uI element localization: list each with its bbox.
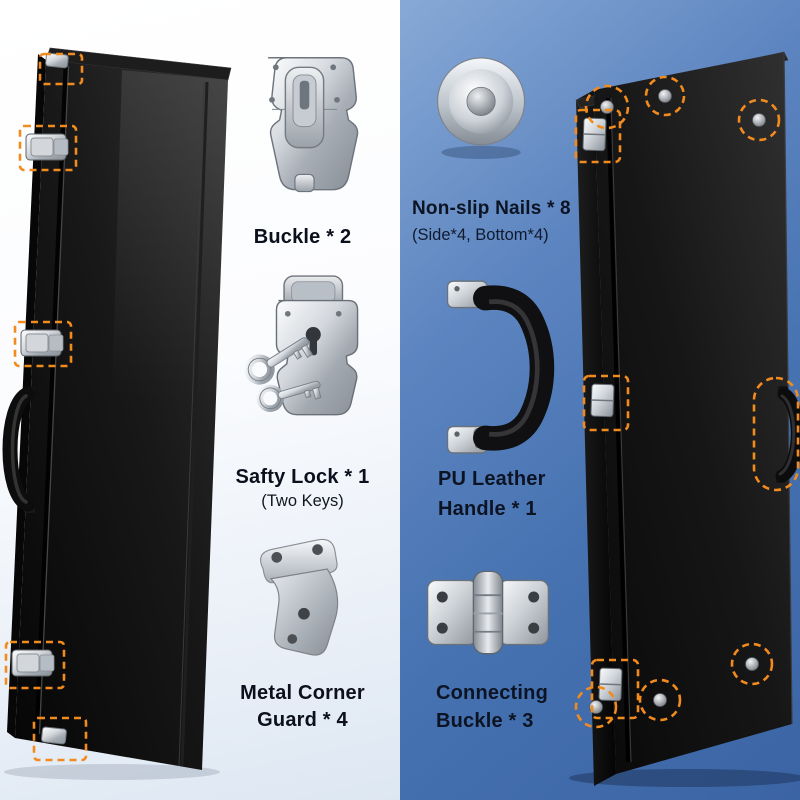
connecting-buckle-image: [427, 570, 549, 655]
case-side-handle: [2, 386, 36, 513]
case-latch-middle: [20, 329, 64, 357]
key-icon: [244, 337, 313, 385]
corner-guard-image: [260, 538, 339, 656]
case-latch-top: [25, 133, 69, 161]
nails-sublabel: (Side*4, Bottom*4): [412, 226, 549, 244]
case-back-handle: [775, 386, 800, 483]
buckle-label: Buckle * 2: [253, 226, 352, 248]
guitar-case-back-view: [569, 51, 800, 787]
corner-guard-label-line2: Guard * 4: [257, 709, 348, 731]
safety-lock-sublabel: (Two Keys): [261, 492, 344, 510]
leather-handle-image: [446, 280, 555, 454]
case-latch-bottom: [11, 649, 55, 677]
safety-lock-image: [244, 275, 359, 416]
handle-label-line2: Handle * 1: [438, 498, 537, 520]
nails-label: Non-slip Nails * 8: [412, 198, 571, 219]
connecting-buckle-label-line2: Buckle * 3: [436, 710, 534, 732]
case-hinge-bottom: [598, 667, 623, 702]
guitar-case-front-view: [2, 47, 232, 780]
safety-lock-label: Safty Lock * 1: [235, 466, 370, 488]
nonslip-nail-image: [436, 57, 526, 160]
case-hinge-top: [582, 117, 607, 152]
highlight-marks-back: [574, 75, 800, 729]
case-hinge-middle: [590, 383, 615, 418]
highlight-boxes-front: [4, 52, 88, 762]
case-nail-feet: [589, 89, 766, 714]
buckle-image: [268, 57, 359, 193]
handle-label-line1: PU Leather: [438, 468, 546, 490]
case-bottom-corner-guard: [41, 726, 67, 745]
connecting-buckle-label-line1: Connecting: [436, 682, 548, 704]
corner-guard-label-line1: Metal Corner: [240, 682, 365, 704]
key-icon: [256, 380, 322, 412]
